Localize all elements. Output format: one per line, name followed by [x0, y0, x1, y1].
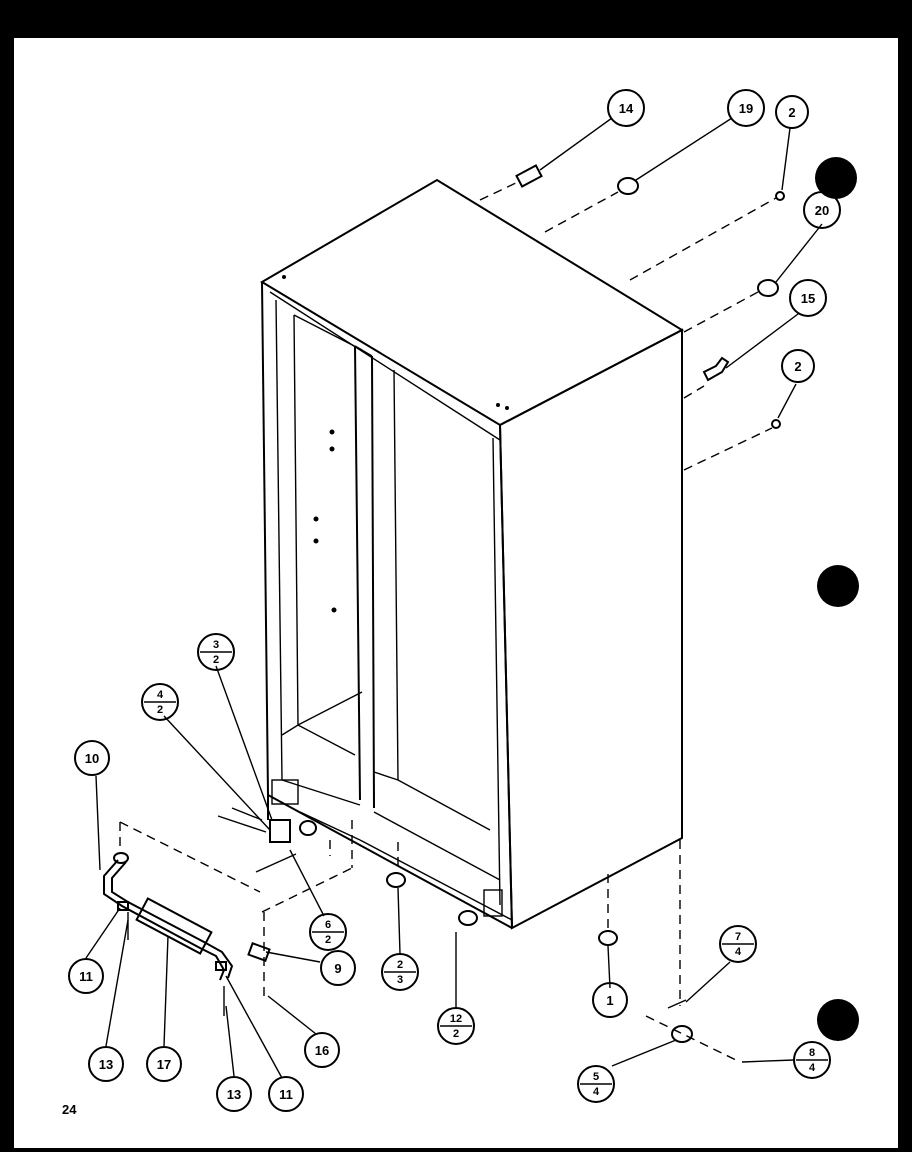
svg-text:20: 20: [815, 203, 829, 218]
svg-text:3: 3: [213, 639, 219, 651]
svg-text:1: 1: [606, 993, 613, 1008]
callout-19: 19: [727, 89, 765, 127]
cabinet-shell: [260, 178, 685, 930]
callout-4-over-2: 4 2: [141, 683, 179, 721]
svg-text:2: 2: [788, 105, 795, 120]
svg-text:7: 7: [735, 931, 741, 943]
svg-text:10: 10: [85, 751, 99, 766]
callout-8-over-4: 8 4: [793, 1041, 831, 1079]
svg-text:8: 8: [809, 1047, 815, 1059]
callout-16: 16: [304, 1032, 340, 1068]
callout-12-over-2: 12 2: [437, 1007, 475, 1045]
svg-text:4: 4: [809, 1062, 816, 1074]
callout-17: 17: [146, 1046, 182, 1082]
svg-text:9: 9: [334, 961, 341, 976]
callout-9: 9: [320, 950, 356, 986]
svg-text:6: 6: [325, 919, 331, 931]
svg-text:17: 17: [157, 1057, 171, 1072]
callout-5-over-4: 5 4: [577, 1065, 615, 1103]
callout-14: 14: [607, 89, 645, 127]
svg-text:2: 2: [453, 1028, 459, 1040]
page-number: 24: [62, 1102, 77, 1117]
svg-text:4: 4: [157, 689, 164, 701]
svg-text:3: 3: [397, 974, 403, 986]
callout-11-left: 11: [68, 958, 104, 994]
callout-13-right: 13: [216, 1076, 252, 1112]
leader-lines: [85, 117, 823, 1079]
svg-text:12: 12: [450, 1013, 462, 1025]
svg-text:2: 2: [794, 359, 801, 374]
svg-text:2: 2: [397, 959, 403, 971]
callout-6-over-2: 6 2: [309, 913, 347, 951]
svg-text:19: 19: [739, 101, 753, 116]
callout-2-mid: 2: [781, 349, 815, 383]
binder-hole-bottom: [817, 999, 859, 1041]
svg-text:15: 15: [801, 291, 815, 306]
callout-20: 20: [803, 191, 841, 229]
top-hardware: [479, 164, 785, 471]
svg-text:13: 13: [227, 1087, 241, 1102]
callout-1: 1: [592, 982, 628, 1018]
callout-7-over-4: 7 4: [719, 925, 757, 963]
svg-text:14: 14: [619, 101, 634, 116]
svg-text:2: 2: [157, 704, 163, 716]
callout-2-over-3: 2 3: [381, 953, 419, 991]
svg-text:13: 13: [99, 1057, 113, 1072]
svg-text:4: 4: [735, 946, 742, 958]
callout-11-right: 11: [268, 1076, 304, 1112]
svg-text:11: 11: [279, 1087, 293, 1102]
svg-text:5: 5: [593, 1071, 599, 1083]
callout-13-left: 13: [88, 1046, 124, 1082]
svg-text:2: 2: [213, 654, 219, 666]
svg-text:4: 4: [593, 1086, 600, 1098]
callout-15: 15: [789, 279, 827, 317]
svg-text:2: 2: [325, 934, 331, 946]
svg-text:16: 16: [315, 1043, 329, 1058]
svg-text:11: 11: [79, 969, 93, 984]
callout-3-over-2: 3 2: [197, 633, 235, 671]
binder-hole-middle: [817, 565, 859, 607]
binder-hole-top: [815, 157, 857, 199]
bottom-left-hardware: [103, 807, 741, 1063]
callout-2-top: 2: [775, 95, 809, 129]
callout-10: 10: [74, 740, 110, 776]
